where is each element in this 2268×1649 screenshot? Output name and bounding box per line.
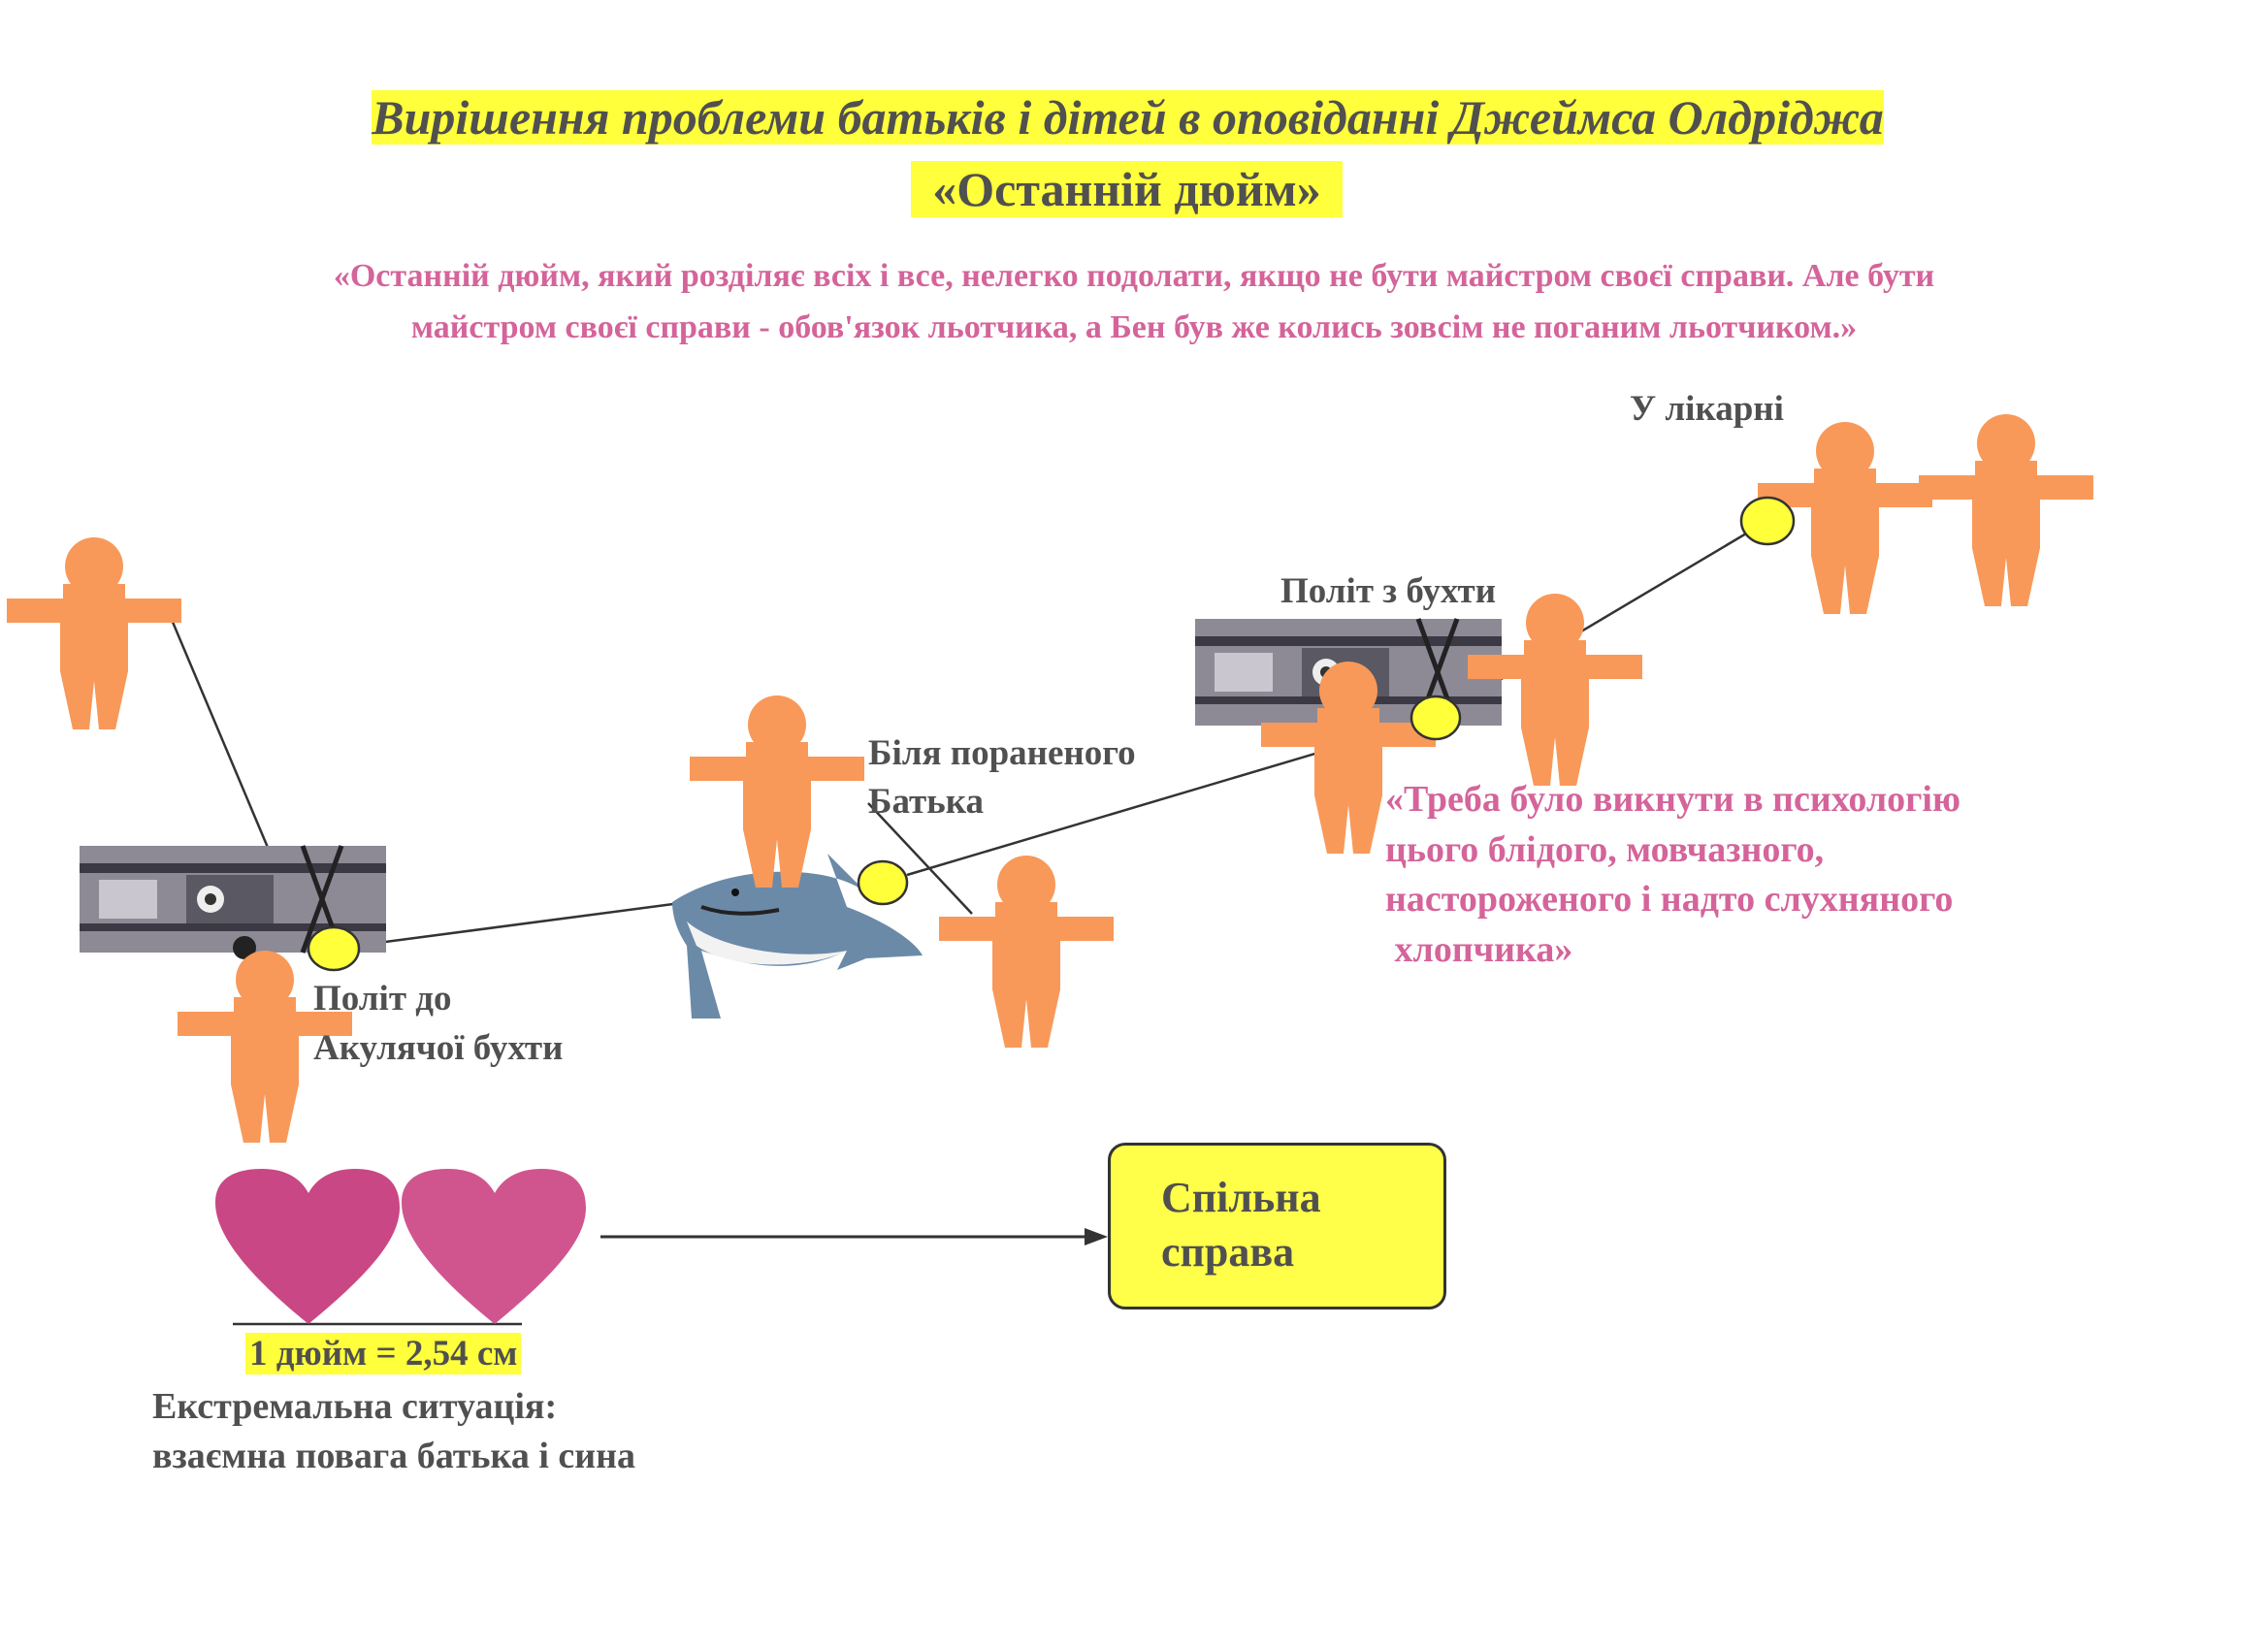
- inch-conversion: 1 дюйм = 2,54 см: [245, 1333, 522, 1374]
- result-line-2: справа: [1161, 1228, 1295, 1276]
- label-near-father-1: Біля пораненого: [868, 733, 1136, 773]
- shark-image: [672, 854, 923, 1018]
- quote2-line-3: настороженого і надто слухняного: [1385, 879, 1954, 920]
- arrow: [600, 1228, 1108, 1245]
- event-dots: [307, 496, 1796, 972]
- quote2-line-2: цього блідого, мовчазного,: [1385, 829, 1825, 870]
- page-title: Вирішення проблеми батьків і дітей в опо…: [285, 89, 1970, 146]
- title-line-1: Вирішення проблеми батьків і дітей в опо…: [372, 90, 1884, 145]
- person-figure: [1919, 414, 2093, 606]
- story-title: «Останній дюйм»: [911, 161, 1343, 217]
- person-figure: [7, 537, 181, 729]
- result-line-1: Спільна: [1161, 1174, 1321, 1221]
- label-hospital: У лікарні: [1630, 389, 1784, 429]
- person-figure: [939, 856, 1114, 1048]
- label-near-father-2: Батька: [868, 782, 985, 822]
- quote2-line-1: «Треба було викнути в психологію: [1385, 779, 1960, 820]
- person-figure: [690, 695, 864, 888]
- quote2-line-4: хлопчика»: [1385, 929, 1573, 970]
- epigraph-line-1: «Останній дюйм, який розділяє всіх і все…: [333, 258, 1935, 294]
- hearts: [215, 1169, 586, 1324]
- result-box: Спільна справа: [1108, 1143, 1446, 1310]
- label-flight-to-2: Акулячої бухти: [313, 1028, 564, 1068]
- extreme-line-2: взаємна повага батька і сина: [152, 1436, 636, 1476]
- label-flight-from-bay: Політ з бухти: [1280, 571, 1497, 611]
- extreme-line-1: Екстремальна ситуація:: [152, 1386, 558, 1427]
- label-flight-to-1: Політ до: [313, 979, 452, 1018]
- epigraph-line-2: майстром своєї справи - обов'язок льотчи…: [410, 309, 1858, 345]
